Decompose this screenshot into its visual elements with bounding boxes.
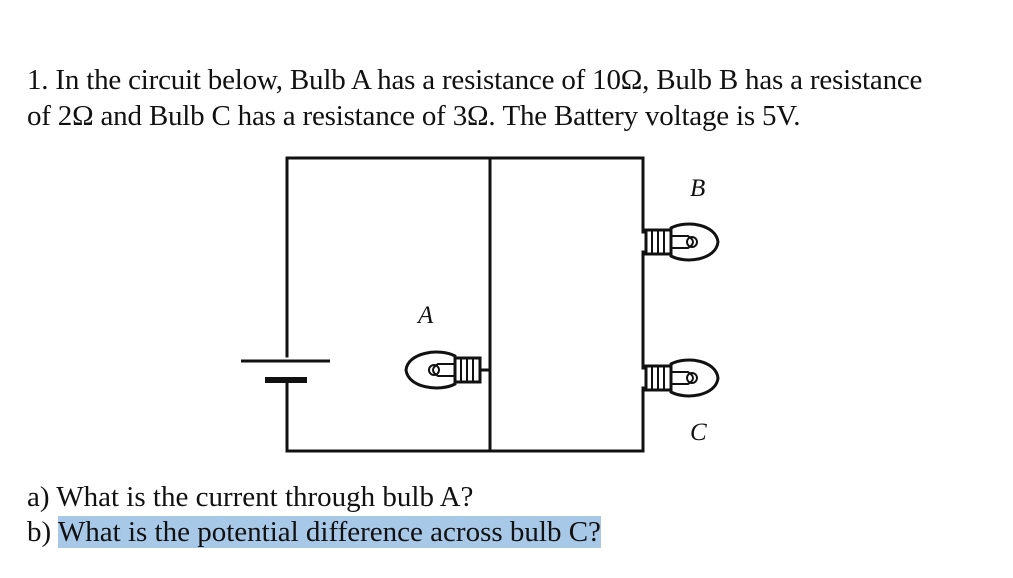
question-b-highlighted: What is the potential difference across [57, 516, 503, 548]
bulb-a-icon [404, 350, 482, 390]
problem-statement: 1. In the circuit below, Bulb A has a re… [27, 62, 987, 134]
problem-line-1: 1. In the circuit below, Bulb A has a re… [27, 64, 923, 96]
question-b-prefix: b) [27, 516, 58, 548]
label-bulb-a: A [416, 302, 434, 329]
question-b-rest: bulb C? [502, 516, 601, 548]
question-a: a) What is the current through bulb A? [27, 481, 474, 513]
bulb-b-icon [644, 222, 720, 262]
bulb-c-icon [644, 358, 720, 398]
question-b: b) What is the potential difference acro… [27, 515, 601, 550]
questions: a) What is the current through bulb A? b… [27, 480, 601, 550]
label-bulb-c: C [690, 419, 707, 446]
question-b-selected-text[interactable]: What is the potential difference across … [57, 516, 601, 548]
battery-icon [241, 359, 330, 383]
problem-line-2: of 2Ω and Bulb C has a resistance of 3Ω.… [27, 100, 801, 132]
label-bulb-b: B [690, 175, 705, 202]
